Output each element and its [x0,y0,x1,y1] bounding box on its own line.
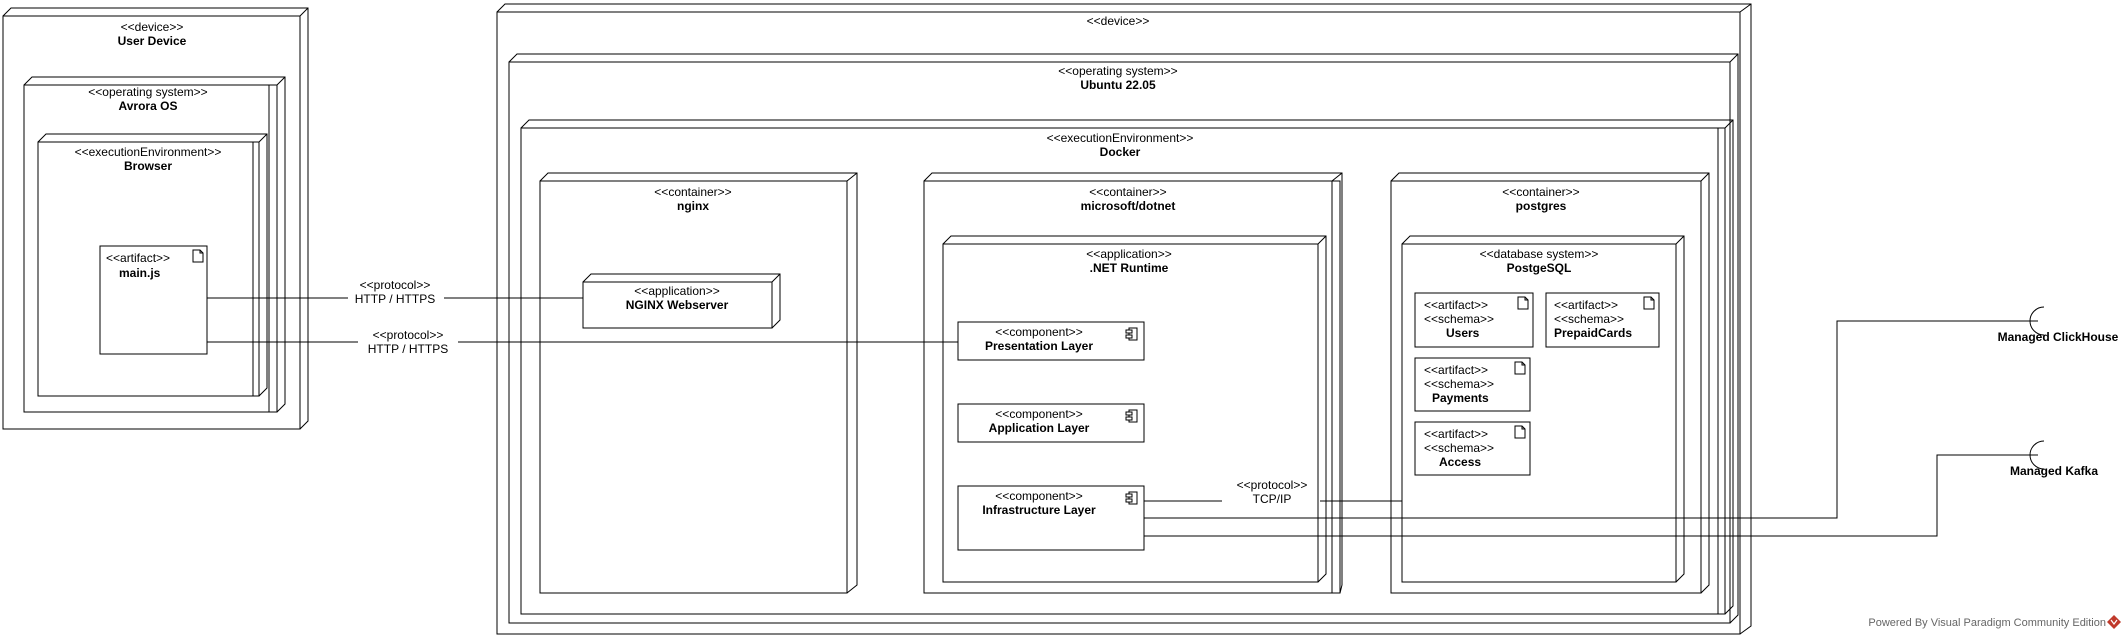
application-layer-name: Application Layer [989,421,1090,435]
postgres-container-stereotype: <<container>> [1502,185,1579,199]
clickhouse-connector[interactable] [1144,306,2045,519]
users-artifact[interactable] [1414,292,1534,348]
main-js-name: main.js [119,266,161,280]
payments-name: Payments [1432,391,1489,405]
user-device-name: User Device [118,34,187,48]
payments-artifact[interactable] [1414,357,1531,412]
postgresql-stereotype: <<database system>> [1480,247,1599,261]
nginx-webserver-node[interactable] [582,273,781,329]
access-stereotype-2: <<schema>> [1424,441,1494,455]
avrora-os-name: Avrora OS [119,99,178,113]
dotnet-runtime-name: .NET Runtime [1090,261,1169,275]
postgresql-name: PostgeSQL [1507,261,1572,275]
http-connector-2-stereotype: <<protocol>> [373,328,444,342]
nginx-container-node[interactable] [539,172,858,594]
clickhouse-interface-label: Managed ClickHouse [1998,330,2119,344]
browser-name: Browser [124,159,172,173]
infrastructure-layer-stereotype: <<component>> [995,489,1082,503]
watermark-text: Powered By Visual Paradigm Community Edi… [1868,617,2106,629]
kafka-interface-label: Managed Kafka [2010,464,2098,478]
ubuntu-stereotype: <<operating system>> [1058,64,1177,78]
http-connector-2-label: HTTP / HTTPS [368,342,448,356]
server-stereotype: <<device>> [1087,14,1150,28]
dotnet-runtime-stereotype: <<application>> [1086,247,1171,261]
visual-paradigm-logo-icon [2107,615,2121,629]
payments-stereotype-2: <<schema>> [1424,377,1494,391]
access-stereotype-1: <<artifact>> [1424,427,1488,441]
docker-name: Docker [1100,145,1141,159]
nginx-webserver-stereotype: <<application>> [634,284,719,298]
prepaid-stereotype-1: <<artifact>> [1554,298,1618,312]
main-js-artifact[interactable] [99,245,208,355]
user-device-stereotype: <<device>> [121,20,184,34]
access-artifact[interactable] [1414,421,1531,476]
postgres-container-name: postgres [1516,199,1567,213]
nginx-container-stereotype: <<container>> [654,185,731,199]
presentation-layer-component[interactable] [957,321,1145,361]
browser-stereotype: <<executionEnvironment>> [75,145,222,159]
users-stereotype-2: <<schema>> [1424,312,1494,326]
nginx-container-name: nginx [677,199,709,213]
main-js-stereotype: <<artifact>> [106,251,170,265]
tcp-connector-stereotype: <<protocol>> [1237,478,1308,492]
tcp-connector-label: TCP/IP [1253,492,1292,506]
prepaid-name: PrepaidCards [1554,326,1632,340]
http-connector-1-label: HTTP / HTTPS [355,292,435,306]
infrastructure-layer-name: Infrastructure Layer [982,503,1096,517]
docker-stereotype: <<executionEnvironment>> [1047,131,1194,145]
ubuntu-name: Ubuntu 22.05 [1080,78,1156,92]
payments-stereotype-1: <<artifact>> [1424,363,1488,377]
infrastructure-layer-component[interactable] [957,485,1145,551]
presentation-layer-stereotype: <<component>> [995,325,1082,339]
access-name: Access [1439,455,1481,469]
application-layer-component[interactable] [957,403,1145,443]
presentation-layer-name: Presentation Layer [985,339,1093,353]
users-stereotype-1: <<artifact>> [1424,298,1488,312]
application-layer-stereotype: <<component>> [995,407,1082,421]
http-connector-1-stereotype: <<protocol>> [360,278,431,292]
dotnet-container-stereotype: <<container>> [1089,185,1166,199]
avrora-os-stereotype: <<operating system>> [88,85,207,99]
dotnet-container-name: microsoft/dotnet [1081,199,1176,213]
prepaid-stereotype-2: <<schema>> [1554,312,1624,326]
kafka-connector[interactable] [1144,440,2045,537]
prepaidcards-artifact[interactable] [1545,292,1660,348]
nginx-webserver-name: NGINX Webserver [626,298,729,312]
users-name: Users [1446,326,1480,340]
